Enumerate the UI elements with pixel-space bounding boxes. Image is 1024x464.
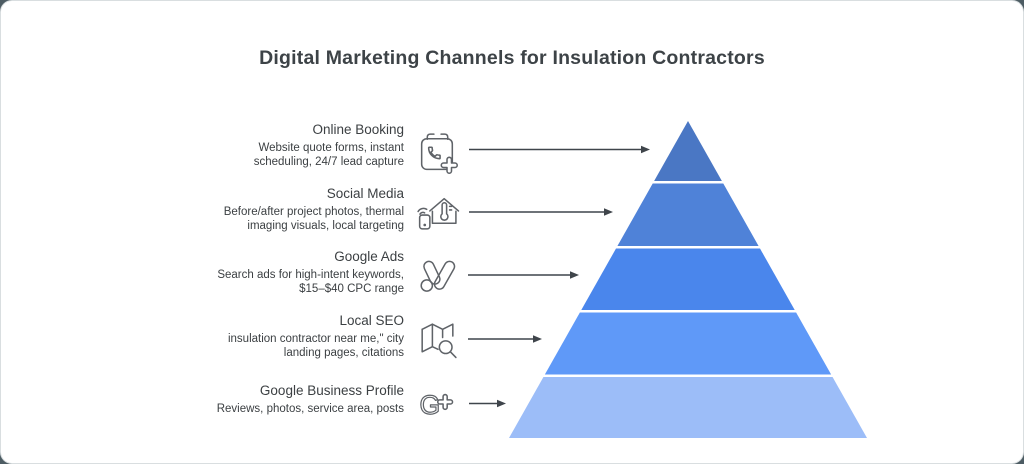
home-thermometer-icon (413, 189, 460, 236)
level-row-google-business-profile: Google Business Profile Reviews, photos,… (164, 383, 404, 417)
map-search-icon (414, 315, 461, 362)
pyramid-level-2 (617, 183, 759, 246)
pyramid-level-5 (509, 377, 867, 438)
page-title: Digital Marketing Channels for Insulatio… (259, 47, 765, 69)
level-label: Social Media (326, 186, 404, 201)
level-description: insulation contractor near me," city lan… (227, 333, 404, 359)
level-description: Search ads for high-intent keywords, $15… (217, 269, 404, 295)
google-ads-icon (414, 253, 460, 299)
level-description: Before/after project photos, thermal ima… (223, 206, 404, 232)
level-label: Google Business Profile (259, 383, 404, 398)
level-row-local-seo: Local SEO insulation contractor near me,… (164, 313, 404, 360)
level-label: Online Booking (312, 122, 404, 137)
pyramid-level-1 (654, 121, 722, 181)
connector-arrow-3 (468, 271, 579, 279)
pyramid-level-4 (544, 312, 832, 375)
connector-arrow-5 (469, 399, 506, 408)
calendar-phone-plus-icon (414, 129, 461, 176)
connector-arrow-4 (468, 335, 542, 343)
svg-text:G: G (420, 391, 441, 418)
level-label: Google Ads (334, 249, 404, 264)
connector-arrow-2 (469, 208, 613, 216)
level-row-google-ads: Google Ads Search ads for high-intent ke… (164, 249, 404, 296)
level-row-online-booking: Online Booking Website quote forms, inst… (164, 122, 404, 169)
level-row-social-media: Social Media Before/after project photos… (164, 186, 404, 233)
pyramid-level-3 (581, 248, 795, 310)
connector-arrow-1 (469, 145, 650, 154)
level-description: Website quote forms, instant scheduling,… (253, 142, 404, 168)
level-description: Reviews, photos, service area, posts (216, 403, 404, 415)
level-label: Local SEO (339, 313, 404, 328)
google-plus-icon: G (419, 391, 460, 418)
